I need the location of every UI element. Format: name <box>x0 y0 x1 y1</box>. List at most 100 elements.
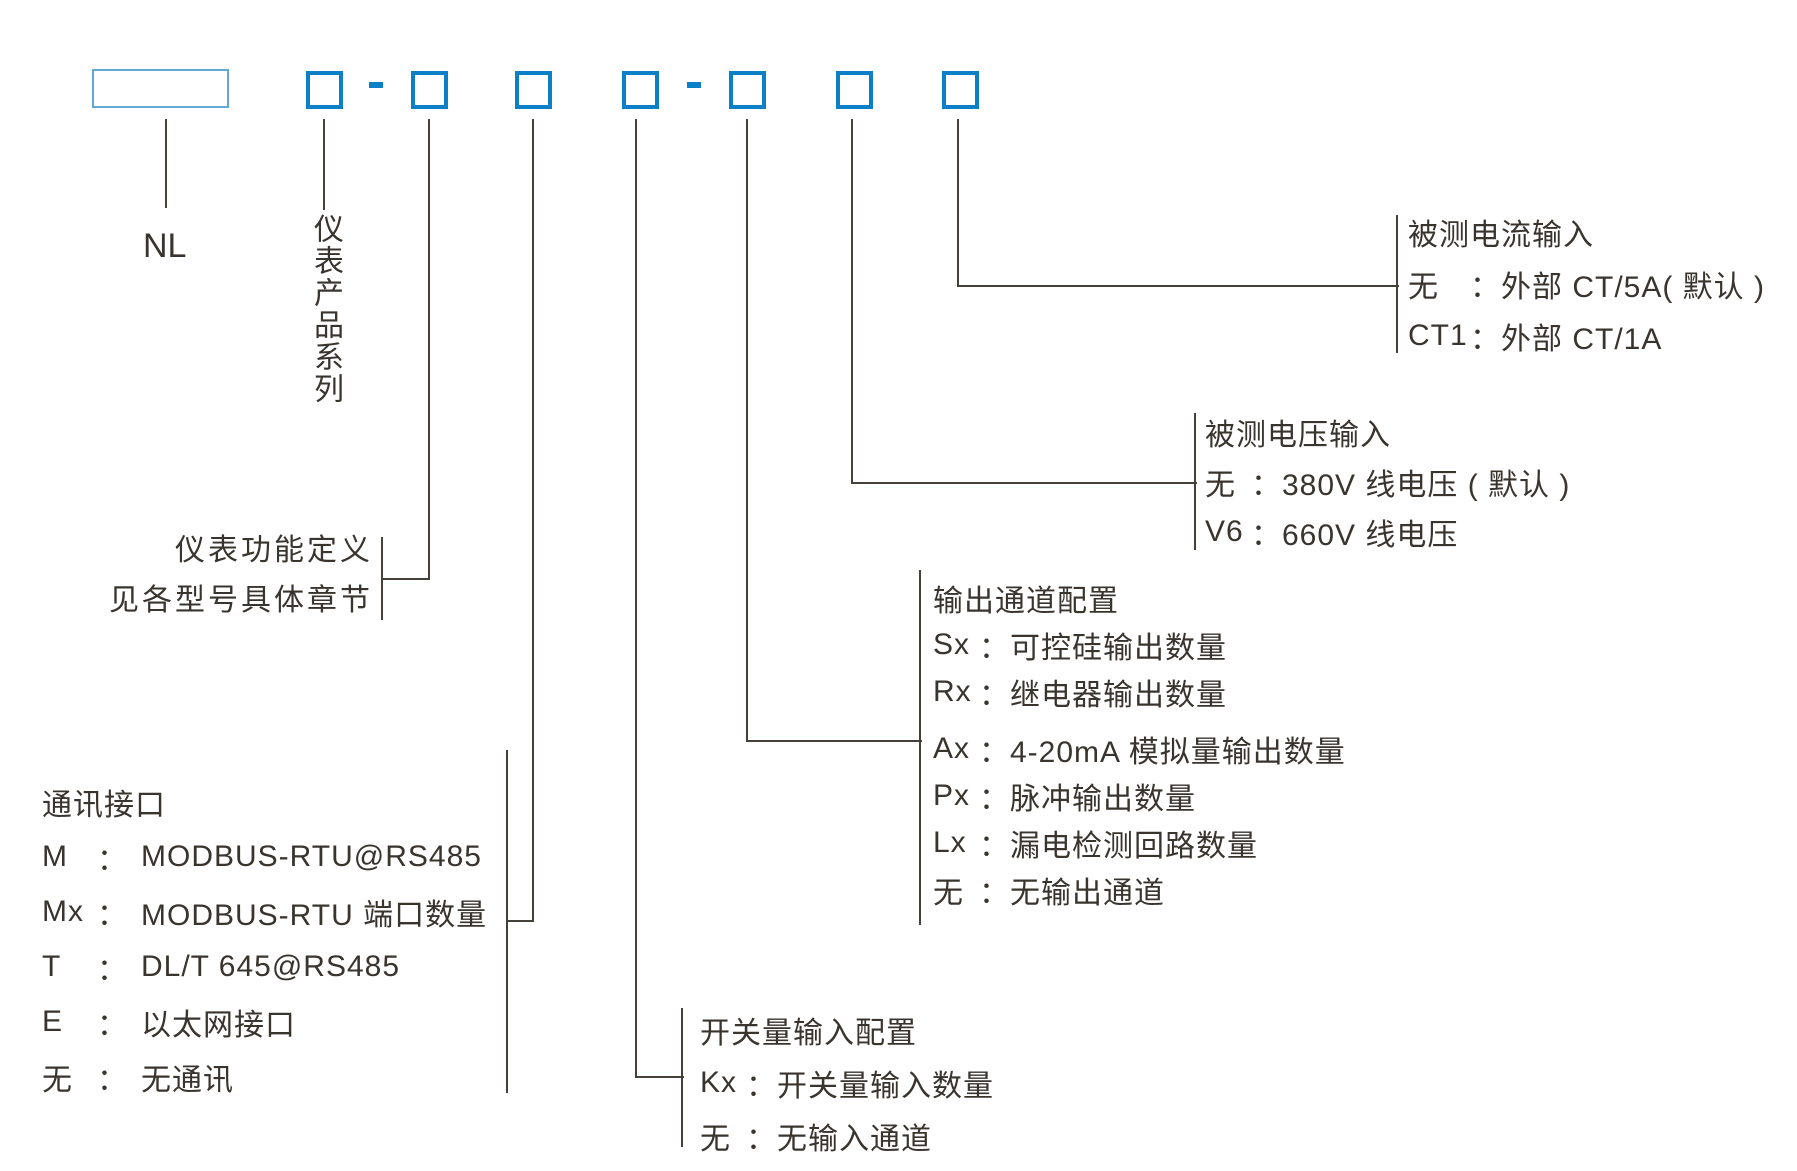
output-row-desc: 漏电检测回路数量 <box>1010 829 1258 863</box>
output-row-key: Rx <box>933 674 972 708</box>
colon-separator: ： <box>97 953 128 987</box>
colon-separator: ： <box>979 631 1010 665</box>
function-box <box>411 71 448 109</box>
output-elbow <box>747 740 922 742</box>
current-line <box>957 119 959 287</box>
colon-separator: ： <box>97 843 128 877</box>
comm-box <box>515 71 552 109</box>
current-block: 被测电流输入 无：外部 CT/5A( 默认 ) CT1：外部 CT/1A <box>1408 206 1765 362</box>
voltage-line <box>851 119 853 484</box>
voltage-block: 被测电压输入 无：380V 线电压 ( 默认 ) V6：660V 线电压 <box>1205 407 1570 557</box>
output-row: Ax：4-20mA 模拟量输出数量 <box>933 725 1346 772</box>
output-row-desc: 4-20mA 模拟量输出数量 <box>1010 735 1346 769</box>
digital-input-line <box>635 119 637 1078</box>
prefix-label: NL <box>143 227 187 265</box>
prefix-box <box>92 69 229 108</box>
function-line <box>428 119 430 580</box>
function-tick <box>381 537 383 620</box>
colon-separator: ： <box>1251 469 1282 502</box>
series-label: 仪表产品系列 <box>309 213 342 405</box>
output-block: 输出通道配置 Sx：可控硅输出数量 Rx：继电器输出数量 Ax：4-20mA 模… <box>933 574 1346 913</box>
colon-separator: ： <box>1251 519 1282 552</box>
comm-row-desc: 无通讯 <box>141 1063 234 1097</box>
comm-row-key: T <box>42 949 62 983</box>
output-title: 输出通道配置 <box>933 584 1119 618</box>
code-dash-1 <box>369 82 383 88</box>
current-box <box>942 71 979 109</box>
output-row: Lx：漏电检测回路数量 <box>933 819 1346 866</box>
comm-title: 通讯接口 <box>42 788 166 822</box>
current-elbow <box>958 285 1399 287</box>
voltage-row: 无 ：380V 线电压 ( 默认 ) <box>1205 457 1570 507</box>
code-dash-2 <box>687 82 701 88</box>
digital-input-row: Kx：开关量输入数量 <box>700 1056 994 1109</box>
function-def-line1: 仪表功能定义 <box>175 534 373 567</box>
digital-input-row-desc: 无输入通道 <box>777 1122 932 1156</box>
prefix-line <box>165 119 167 208</box>
output-row-key: Ax <box>933 731 971 765</box>
comm-block: 通讯接口 M ： MODBUS-RTU@RS485 Mx：MODBUS-RTU 端口… <box>42 774 487 1104</box>
voltage-tick <box>1194 413 1196 550</box>
colon-separator: ： <box>97 1063 128 1097</box>
colon-separator: ： <box>97 1008 128 1042</box>
digital-input-row-key: Kx <box>700 1065 738 1099</box>
colon-separator: ： <box>979 735 1010 769</box>
voltage-row: V6：660V 线电压 <box>1205 507 1570 557</box>
comm-row-key: E <box>42 1004 64 1038</box>
series-box <box>306 71 343 109</box>
comm-row: T ： DL/T 645@RS485 <box>42 939 487 994</box>
output-box <box>729 71 766 109</box>
colon-separator: ： <box>746 1069 777 1103</box>
comm-row-key: 无 <box>42 1063 73 1097</box>
comm-row-key: Mx <box>42 894 84 928</box>
colon-separator: ： <box>1470 271 1501 304</box>
output-row-desc: 脉冲输出数量 <box>1010 782 1196 816</box>
digital-input-row-key: 无 <box>700 1122 731 1156</box>
voltage-row-desc: 380V 线电压 ( 默认 ) <box>1282 469 1571 502</box>
output-row-key: Px <box>933 778 971 812</box>
function-elbow <box>382 578 430 580</box>
voltage-elbow <box>852 482 1197 484</box>
output-row-key: 无 <box>933 876 964 910</box>
output-row-desc: 继电器输出数量 <box>1010 678 1227 712</box>
comm-elbow <box>507 920 534 922</box>
digital-input-row-desc: 开关量输入数量 <box>777 1069 994 1103</box>
output-row: 无：无输出通道 <box>933 866 1346 913</box>
colon-separator: ： <box>979 678 1010 712</box>
output-row: Sx：可控硅输出数量 <box>933 621 1346 668</box>
comm-row-desc: DL/T 645@RS485 <box>141 949 401 983</box>
current-tick <box>1396 215 1398 353</box>
colon-separator: ： <box>979 829 1010 863</box>
function-def-block: 仪表功能定义 见各型号具体章节 <box>60 526 373 626</box>
comm-row-desc: MODBUS-RTU@RS485 <box>141 839 482 873</box>
digital-input-title: 开关量输入配置 <box>700 1016 917 1050</box>
digital-input-elbow <box>636 1076 684 1078</box>
comm-row: E ： 以太网接口 <box>42 994 487 1049</box>
current-row: 无：外部 CT/5A( 默认 ) <box>1408 258 1765 310</box>
digital-input-block: 开关量输入配置 Kx：开关量输入数量 无：无输入通道 <box>700 1003 994 1162</box>
output-row: Rx：继电器输出数量 <box>933 668 1346 715</box>
comm-row: Mx：MODBUS-RTU 端口数量 <box>42 884 487 939</box>
series-line <box>323 119 325 210</box>
current-row-key: CT1 <box>1408 319 1468 352</box>
digital-input-row: 无：无输入通道 <box>700 1109 994 1162</box>
colon-separator: ： <box>1470 323 1501 356</box>
comm-row-desc: 以太网接口 <box>141 1008 296 1042</box>
current-title: 被测电流输入 <box>1408 219 1594 252</box>
output-tick <box>919 570 921 925</box>
voltage-row-key: 无 <box>1205 469 1236 502</box>
comm-row: M ： MODBUS-RTU@RS485 <box>42 829 487 884</box>
output-row: Px：脉冲输出数量 <box>933 772 1346 819</box>
output-row-desc: 可控硅输出数量 <box>1010 631 1227 665</box>
voltage-row-key: V6 <box>1205 515 1244 548</box>
current-row: CT1：外部 CT/1A <box>1408 310 1765 362</box>
digital-input-box <box>622 71 659 109</box>
voltage-box <box>836 71 873 109</box>
current-row-desc: 外部 CT/1A <box>1501 323 1663 356</box>
comm-row-key: M <box>42 839 68 873</box>
current-row-desc: 外部 CT/5A( 默认 ) <box>1501 271 1766 304</box>
digital-input-tick <box>681 1008 683 1147</box>
voltage-row-desc: 660V 线电压 <box>1282 519 1459 552</box>
output-row-desc: 无输出通道 <box>1010 876 1165 910</box>
